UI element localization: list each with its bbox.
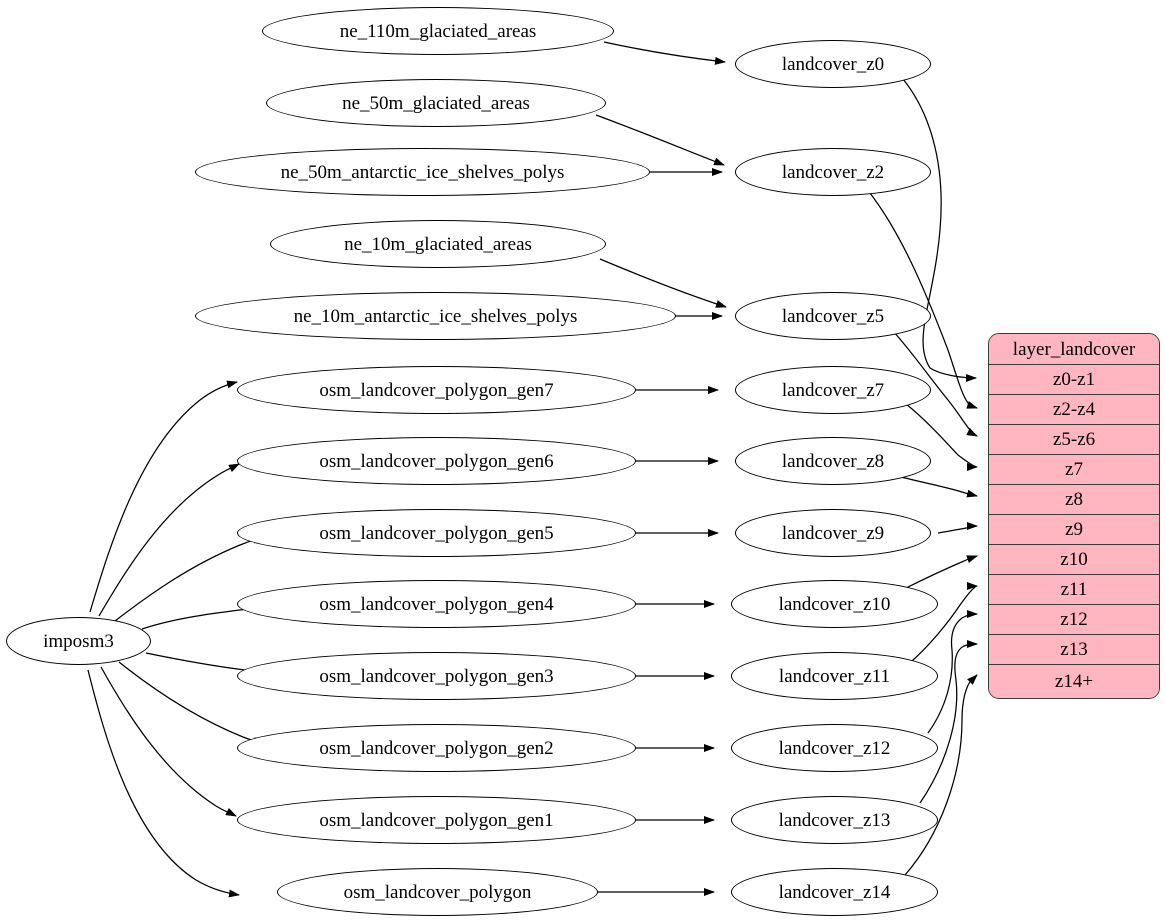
node-label: landcover_z14: [778, 881, 891, 903]
node-label: landcover_z13: [778, 809, 891, 831]
edge-z0-to-row-z0z1: [902, 78, 977, 382]
node-label: landcover_z12: [778, 737, 891, 759]
node-landcover_z8[interactable]: landcover_z8: [735, 437, 931, 485]
table-row-z0-z1[interactable]: z0-z1: [989, 365, 1159, 395]
edge-z8-to-row-z8: [892, 474, 978, 498]
node-label: osm_landcover_polygon_gen7: [319, 379, 554, 401]
node-osm_landcover_polygon_gen4[interactable]: osm_landcover_polygon_gen4: [237, 580, 636, 628]
table-row-label: z9: [1065, 519, 1083, 540]
edge-z9-to-row-z9: [937, 522, 978, 534]
node-label: landcover_z7: [781, 379, 885, 401]
table-row-z9[interactable]: z9: [989, 515, 1159, 545]
table-row-label: z10: [1060, 549, 1088, 570]
node-label: osm_landcover_polygon_gen4: [319, 593, 554, 615]
table-row-z2-z4[interactable]: z2-z4: [989, 395, 1159, 425]
node-label: ne_50m_antarctic_ice_shelves_polys: [280, 161, 565, 183]
table-header-layer_landcover: layer_landcover: [989, 334, 1159, 365]
node-landcover_z7[interactable]: landcover_z7: [735, 366, 931, 414]
table-row-label: z2-z4: [1052, 399, 1096, 420]
node-osm_landcover_polygon_gen1[interactable]: osm_landcover_polygon_gen1: [237, 796, 636, 844]
edge-ne110-to-z0: [603, 41, 726, 65]
node-label: osm_landcover_polygon_gen1: [319, 809, 554, 831]
table-row-label: z7: [1065, 459, 1083, 480]
node-ne_10m_glaciated_areas[interactable]: ne_10m_glaciated_areas: [270, 220, 606, 268]
table-row-z11[interactable]: z11: [989, 575, 1159, 605]
node-osm_landcover_polygon_gen3[interactable]: osm_landcover_polygon_gen3: [237, 652, 636, 700]
table-row-z12[interactable]: z12: [989, 605, 1159, 635]
node-ne_50m_glaciated_areas[interactable]: ne_50m_glaciated_areas: [266, 79, 606, 127]
node-label: landcover_z0: [781, 53, 885, 75]
node-landcover_z0[interactable]: landcover_z0: [735, 40, 931, 88]
node-label: landcover_z9: [781, 522, 885, 544]
node-label: osm_landcover_polygon: [343, 881, 532, 903]
node-ne_110m_glaciated_areas[interactable]: ne_110m_glaciated_areas: [262, 7, 614, 55]
table-header-label: layer_landcover: [1012, 338, 1136, 360]
node-label: landcover_z11: [778, 665, 891, 687]
edge-ne50glac-to-z2: [595, 114, 725, 166]
node-label: landcover_z8: [781, 450, 885, 472]
node-osm_landcover_polygon_gen2[interactable]: osm_landcover_polygon_gen2: [237, 724, 636, 772]
edge-z14-to-row-z14plus: [904, 674, 978, 876]
node-label: ne_10m_antarctic_ice_shelves_polys: [293, 305, 578, 327]
edge-imposm3-to-gen6: [98, 463, 240, 617]
node-osm_landcover_polygon_gen6[interactable]: osm_landcover_polygon_gen6: [237, 437, 636, 485]
table-row-z7[interactable]: z7: [989, 455, 1159, 485]
node-landcover_z11[interactable]: landcover_z11: [731, 652, 938, 700]
edge-z10-to-row-z10: [903, 555, 978, 590]
table-row-label: z5-z6: [1052, 429, 1096, 450]
table-row-label: z14+: [1054, 670, 1094, 692]
node-layer_landcover[interactable]: layer_landcover z0-z1 z2-z4 z5-z6 z7 z8 …: [988, 333, 1160, 699]
table-row-label: z8: [1065, 489, 1083, 510]
table-row-label: z12: [1060, 609, 1088, 630]
node-ne_10m_antarctic_ice_shelves_polys[interactable]: ne_10m_antarctic_ice_shelves_polys: [195, 292, 676, 340]
node-landcover_z9[interactable]: landcover_z9: [735, 509, 931, 557]
edge-imposm3-to-gen7: [89, 380, 238, 613]
node-osm_landcover_polygon[interactable]: osm_landcover_polygon: [277, 868, 598, 916]
table-row-z8[interactable]: z8: [989, 485, 1159, 515]
node-label: imposm3: [43, 630, 114, 652]
table-row-label: z11: [1060, 579, 1088, 600]
node-label: osm_landcover_polygon_gen6: [319, 450, 554, 472]
edge-imposm3-to-polygon: [87, 669, 240, 898]
node-label: landcover_z10: [778, 593, 891, 615]
node-landcover_z13[interactable]: landcover_z13: [731, 796, 938, 844]
node-label: landcover_z5: [781, 305, 885, 327]
node-landcover_z5[interactable]: landcover_z5: [735, 292, 931, 340]
table-row-label: z0-z1: [1052, 369, 1096, 390]
node-osm_landcover_polygon_gen5[interactable]: osm_landcover_polygon_gen5: [237, 509, 636, 557]
node-label: ne_110m_glaciated_areas: [339, 20, 537, 42]
node-osm_landcover_polygon_gen7[interactable]: osm_landcover_polygon_gen7: [237, 366, 636, 414]
node-landcover_z10[interactable]: landcover_z10: [731, 580, 938, 628]
table-row-z5-z6[interactable]: z5-z6: [989, 425, 1159, 455]
node-ne_50m_antarctic_ice_shelves_polys[interactable]: ne_50m_antarctic_ice_shelves_polys: [195, 148, 650, 196]
node-label: osm_landcover_polygon_gen3: [319, 665, 554, 687]
node-label: ne_10m_glaciated_areas: [344, 233, 532, 255]
node-imposm3[interactable]: imposm3: [6, 617, 151, 665]
node-label: osm_landcover_polygon_gen5: [319, 522, 554, 544]
node-landcover_z14[interactable]: landcover_z14: [731, 868, 938, 916]
edge-imposm3-to-gen1: [100, 666, 237, 817]
table-row-z10[interactable]: z10: [989, 545, 1159, 575]
node-label: landcover_z2: [781, 161, 885, 183]
table-row-label: z13: [1060, 639, 1088, 660]
table-row-z14plus[interactable]: z14+: [989, 665, 1159, 697]
node-label: osm_landcover_polygon_gen2: [319, 737, 554, 759]
node-landcover_z2[interactable]: landcover_z2: [735, 148, 931, 196]
node-label: ne_50m_glaciated_areas: [342, 92, 530, 114]
table-row-z13[interactable]: z13: [989, 635, 1159, 665]
node-landcover_z12[interactable]: landcover_z12: [731, 724, 938, 772]
